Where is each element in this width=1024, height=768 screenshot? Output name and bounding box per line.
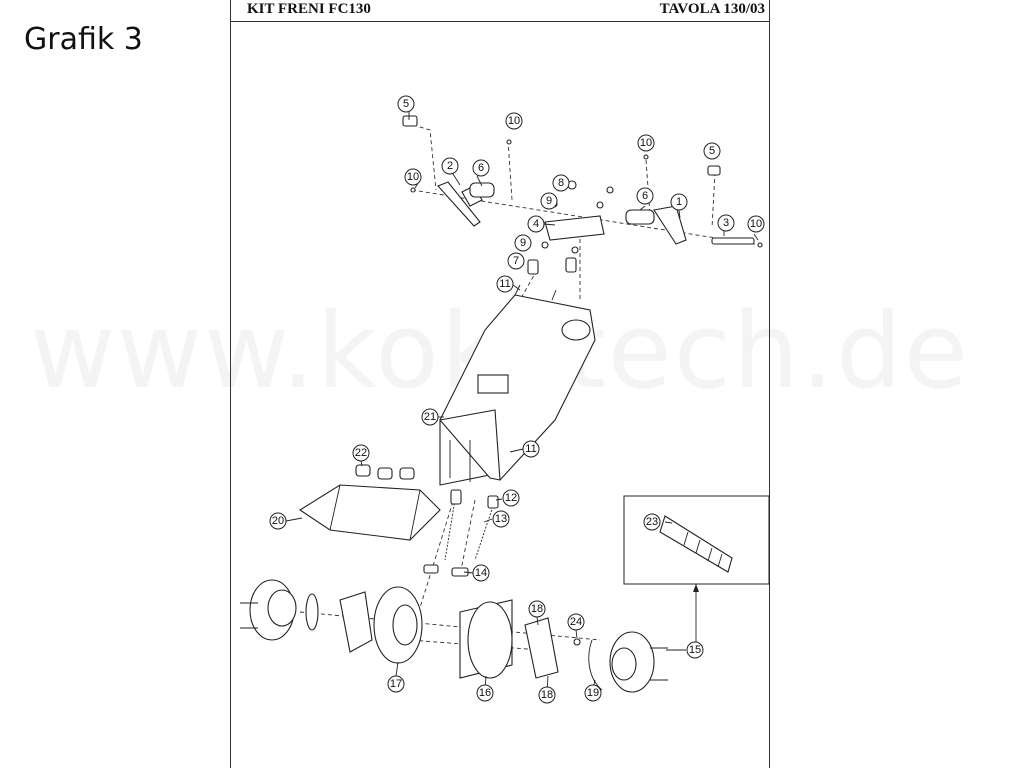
callout-10: 10	[404, 168, 422, 186]
callout-6: 6	[636, 187, 654, 205]
svg-text:10: 10	[508, 115, 520, 127]
svg-text:5: 5	[709, 145, 715, 157]
callout-7: 7	[507, 252, 525, 270]
svg-text:16: 16	[479, 687, 491, 699]
svg-text:17: 17	[390, 678, 402, 690]
callout-20: 20	[269, 512, 287, 530]
svg-text:13: 13	[495, 513, 507, 525]
drawing-sheet: KIT FRENI FC130 TAVOLA 130/03	[230, 0, 770, 768]
page-label: Grafik 3	[24, 22, 143, 57]
svg-text:15: 15	[689, 644, 701, 656]
callout-22: 22	[352, 444, 370, 462]
callout-14: 14	[472, 564, 490, 582]
svg-text:8: 8	[558, 177, 564, 189]
callout-8: 8	[552, 174, 570, 192]
svg-text:21: 21	[424, 411, 436, 423]
svg-text:6: 6	[478, 162, 484, 174]
svg-text:3: 3	[723, 217, 729, 229]
sheet-header: KIT FRENI FC130 TAVOLA 130/03	[231, 0, 769, 22]
svg-text:10: 10	[750, 218, 762, 230]
callout-16: 16	[476, 684, 494, 702]
svg-text:18: 18	[541, 689, 553, 701]
callout-17: 17	[387, 675, 405, 693]
svg-text:12: 12	[505, 492, 517, 504]
svg-text:6: 6	[642, 190, 648, 202]
svg-text:1: 1	[676, 196, 682, 208]
svg-text:9: 9	[520, 237, 526, 249]
svg-text:23: 23	[646, 516, 658, 528]
svg-text:10: 10	[640, 137, 652, 149]
callout-12: 12	[502, 489, 520, 507]
svg-text:24: 24	[570, 616, 582, 628]
callout-19: 19	[584, 684, 602, 702]
callout-5: 5	[703, 142, 721, 160]
callout-10: 10	[747, 215, 765, 233]
callout-23: 23	[643, 513, 661, 531]
callout-6: 6	[472, 159, 490, 177]
callout-11: 11	[522, 440, 540, 458]
callout-11: 11	[496, 275, 514, 293]
callout-10: 10	[505, 112, 523, 130]
callout-4: 4	[527, 215, 545, 233]
svg-text:19: 19	[587, 687, 599, 699]
kit-title: KIT FRENI FC130	[247, 1, 371, 17]
callout-10: 10	[637, 134, 655, 152]
svg-text:9: 9	[546, 195, 552, 207]
callout-9: 9	[514, 234, 532, 252]
callout-9: 9	[540, 192, 558, 210]
svg-text:11: 11	[525, 443, 536, 455]
callout-24: 24	[567, 613, 585, 631]
svg-text:18: 18	[531, 603, 543, 615]
callout-21: 21	[421, 408, 439, 426]
callout-18: 18	[538, 686, 556, 704]
callout-18: 18	[528, 600, 546, 618]
svg-text:11: 11	[499, 278, 510, 290]
callout-3: 3	[717, 214, 735, 232]
inset-box	[623, 495, 770, 585]
svg-text:4: 4	[533, 218, 539, 230]
callout-15: 15	[686, 641, 704, 659]
callout-5: 5	[397, 95, 415, 113]
table-number: TAVOLA 130/03	[659, 1, 765, 17]
svg-text:5: 5	[403, 98, 409, 110]
svg-text:20: 20	[272, 515, 284, 527]
svg-text:2: 2	[447, 160, 453, 172]
callout-1: 1	[670, 193, 688, 211]
svg-text:10: 10	[407, 171, 419, 183]
callout-2: 2	[441, 157, 459, 175]
svg-text:22: 22	[355, 447, 367, 459]
svg-text:14: 14	[475, 567, 487, 579]
callout-13: 13	[492, 510, 510, 528]
svg-text:7: 7	[513, 255, 519, 267]
